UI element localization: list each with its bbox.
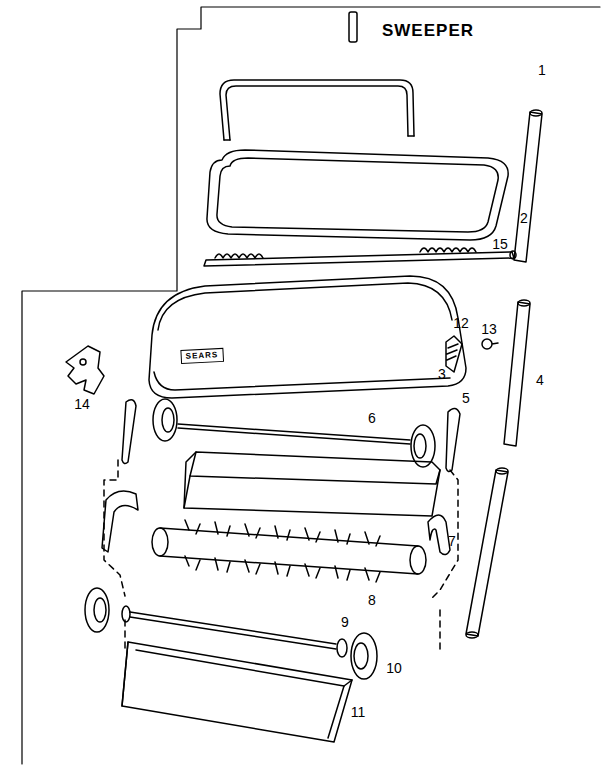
- callout-number: 15: [492, 237, 508, 251]
- cover: [149, 276, 466, 398]
- handle-tubes: [466, 110, 542, 638]
- callout-number: 12: [453, 316, 469, 330]
- callout-number: 5: [462, 391, 470, 405]
- bottom-wheels: [85, 588, 377, 679]
- callout-number: 10: [386, 661, 402, 675]
- callout-number: 2: [520, 211, 528, 225]
- callout-number: 7: [448, 534, 456, 548]
- diagram-title: SWEEPER: [382, 22, 474, 39]
- dust-pan: [122, 642, 352, 742]
- knob: [482, 339, 498, 349]
- side-clip: [122, 400, 136, 464]
- brush: [152, 520, 426, 582]
- housing: [184, 452, 440, 516]
- callout-number: 1: [538, 63, 546, 77]
- side-frame: [428, 515, 450, 555]
- spring-rod: [204, 248, 516, 266]
- callout-number: 8: [368, 593, 376, 607]
- bracket: [66, 346, 104, 394]
- side-clip: [446, 408, 460, 471]
- side-frame: [102, 491, 138, 552]
- callout-number: 9: [341, 615, 349, 629]
- frame-outline: [104, 460, 458, 650]
- callout-number: 13: [481, 322, 497, 336]
- callout-number: 3: [438, 367, 446, 381]
- callout-number: 4: [536, 373, 544, 387]
- callout-number: 11: [351, 705, 366, 719]
- page-frame: [22, 7, 600, 764]
- callout-number: 6: [368, 411, 376, 425]
- brand-name: SEARS: [180, 348, 223, 364]
- grille: [446, 336, 462, 372]
- callout-number: 14: [74, 397, 90, 411]
- bumper: [207, 150, 508, 240]
